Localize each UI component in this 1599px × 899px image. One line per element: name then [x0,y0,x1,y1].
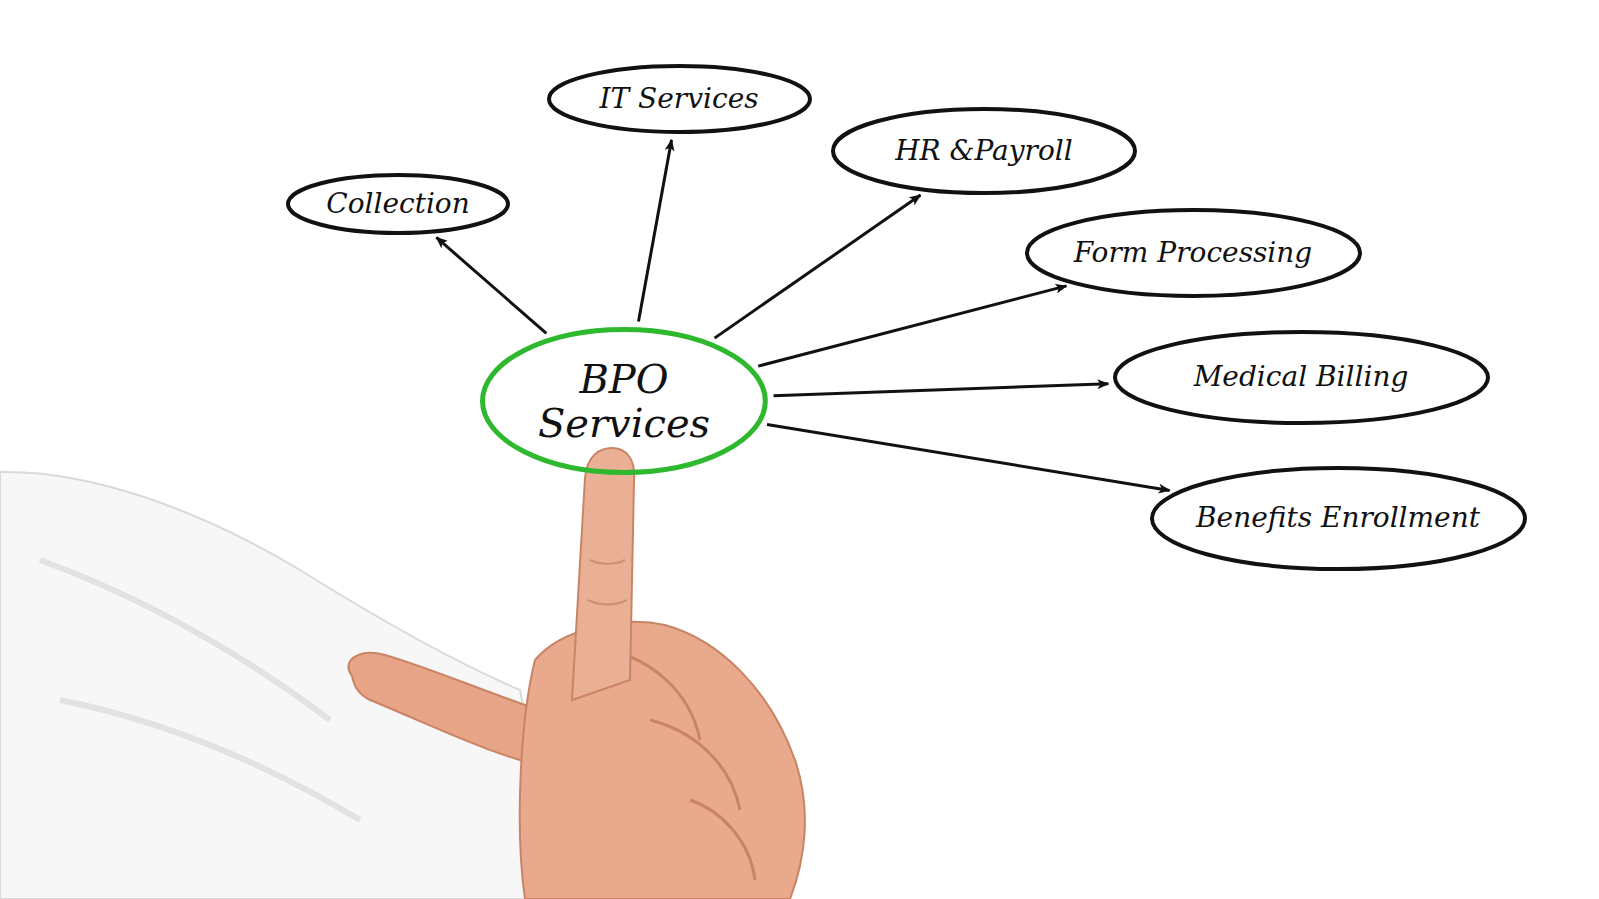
service-ellipse: IT Services [547,64,812,134]
service-label: HR &Payroll [895,136,1073,167]
hub-label: BPO Services [519,357,729,445]
arrow-connector [767,424,1170,490]
service-label: Form Processing [1074,238,1313,269]
index-finger [572,448,634,700]
service-label: Collection [326,189,470,220]
service-label: Medical Billing [1194,362,1409,393]
ellipse-stroke [549,66,810,132]
arrow-connector [758,286,1066,366]
service-ellipse: HR &Payroll [831,107,1137,195]
arrow-connector [638,140,671,322]
ellipse-stroke [288,175,508,233]
service-ellipse: Collection [286,173,510,235]
ellipse-stroke [1152,468,1525,569]
palm [520,622,805,899]
arrow-connector [436,237,546,333]
service-label: Benefits Enrollment [1196,503,1480,534]
service-ellipse: Benefits Enrollment [1150,466,1527,571]
arrow-connector [715,195,921,338]
ellipse-stroke [483,330,766,473]
ellipse-stroke [1027,210,1360,296]
hub-ellipse: BPO Services [480,327,768,475]
ellipse-stroke [1115,332,1488,423]
arrow-connector [774,384,1109,396]
service-ellipse: Medical Billing [1113,330,1490,425]
service-label: IT Services [599,84,758,115]
finger-creases [588,560,627,605]
ellipse-stroke [833,109,1135,193]
sleeve-fold [40,560,360,820]
knuckle-lines [610,650,755,880]
shirt-sleeve [0,472,560,899]
service-ellipse: Form Processing [1025,208,1362,298]
